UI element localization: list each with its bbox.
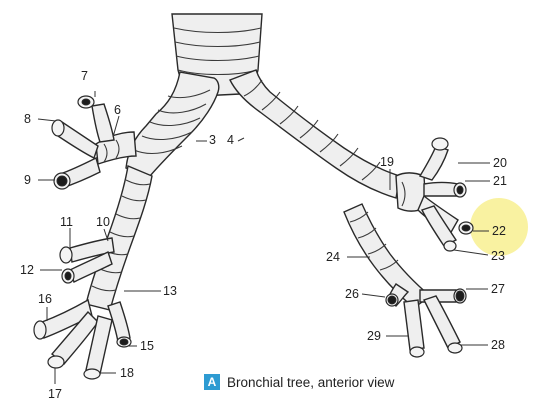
label-21: 21: [493, 174, 507, 188]
label-27: 27: [491, 282, 505, 296]
structure-number-labels: 3 4 6 7 8 9 10 11 12 13 15 16 17 18 19 2…: [20, 69, 507, 401]
label-4: 4: [227, 133, 234, 147]
right-main-bronchus: [125, 71, 220, 177]
left-main-bronchus: [229, 69, 401, 199]
leader-lines: [37, 91, 490, 384]
label-10: 10: [96, 215, 110, 229]
caption-text: Bronchial tree, anterior view: [227, 374, 395, 390]
label-8: 8: [24, 112, 31, 126]
left-upper-lobe-bronchus: [395, 137, 474, 252]
label-18: 18: [120, 366, 134, 380]
label-26: 26: [345, 287, 359, 301]
label-19: 19: [380, 155, 394, 169]
caption-badge: A: [204, 374, 220, 390]
label-15: 15: [140, 339, 154, 353]
label-28: 28: [491, 338, 505, 352]
label-7: 7: [81, 69, 88, 83]
right-upper-lobe-bronchus: [51, 95, 137, 190]
label-29: 29: [367, 329, 381, 343]
label-3: 3: [209, 133, 216, 147]
label-9: 9: [24, 173, 31, 187]
figure-caption: A Bronchial tree, anterior view: [204, 372, 394, 392]
label-22: 22: [492, 224, 506, 238]
label-11: 11: [60, 215, 73, 229]
label-13: 13: [163, 284, 177, 298]
label-17: 17: [48, 387, 62, 401]
label-23: 23: [491, 249, 505, 263]
label-24: 24: [326, 250, 340, 264]
cursor-highlight: [470, 198, 528, 256]
right-lower-bronchus: [33, 165, 153, 380]
label-16: 16: [38, 292, 52, 306]
left-lower-bronchus: [343, 203, 467, 358]
label-20: 20: [493, 156, 507, 170]
label-6: 6: [114, 103, 121, 117]
label-12: 12: [20, 263, 34, 277]
